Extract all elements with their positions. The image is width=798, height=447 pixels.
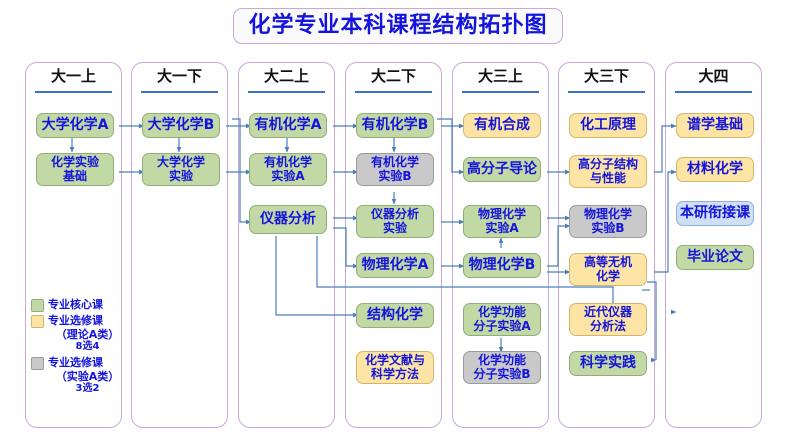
course-box[interactable]: 大学化学A	[36, 113, 114, 138]
semester-header: 大一上	[50, 67, 96, 85]
header-rule	[568, 91, 645, 93]
legend-label: 专业选修课	[48, 355, 103, 369]
course-box[interactable]: 化学功能分子实验A	[463, 303, 541, 336]
course-box[interactable]: 高分子导论	[463, 157, 541, 182]
course-box[interactable]: 有机化学实验A	[249, 153, 327, 186]
semester-header: 大二上	[263, 67, 309, 85]
semester-column-2: 大一下大学化学B 大学化学实验	[131, 62, 228, 428]
course-box[interactable]: 谱学基础	[676, 113, 754, 138]
header-rule	[355, 91, 432, 93]
header-rule	[462, 91, 539, 93]
course-box[interactable]: 科学实践	[569, 351, 647, 376]
diagram-title-text: 化学专业本科课程结构拓扑图	[248, 13, 548, 38]
legend-count: 8选4	[75, 341, 100, 353]
diagram-title: 化学专业本科课程结构拓扑图	[233, 8, 563, 44]
legend-sublabel: （理论A类）	[55, 327, 120, 341]
course-box[interactable]: 近代仪器分析法	[569, 303, 647, 336]
course-box[interactable]: 高等无机化学	[569, 253, 647, 286]
header-rule	[141, 91, 218, 93]
semester-column-4: 大二下有机化学B 有机化学实验B 仪器分析实验物理化学A 结构化学化学文献与科学方法	[345, 62, 442, 428]
header-rule	[35, 91, 112, 93]
course-box[interactable]: 仪器分析	[249, 205, 327, 234]
legend-item: 专业选修课（实验A类）3选2	[31, 356, 127, 396]
course-box[interactable]: 本研衔接课	[676, 201, 754, 226]
course-box[interactable]: 结构化学	[356, 303, 434, 328]
course-box[interactable]: 物理化学实验A	[463, 205, 541, 238]
legend-label: 专业选修课	[48, 313, 103, 327]
course-box[interactable]: 大学化学B	[142, 113, 220, 138]
legend-item: 专业核心课	[31, 298, 127, 312]
course-box[interactable]: 有机化学实验B	[356, 153, 434, 186]
course-box[interactable]: 大学化学实验	[142, 153, 220, 186]
course-box[interactable]: 化学功能分子实验B	[463, 351, 541, 384]
legend-swatch-lab	[31, 356, 44, 370]
legend-swatch-theory	[31, 314, 44, 328]
legend-sublabel: （实验A类）	[55, 369, 120, 383]
course-box[interactable]: 有机合成	[463, 113, 541, 138]
legend-label: 专业核心课	[48, 298, 103, 311]
header-rule	[675, 91, 752, 93]
course-box[interactable]: 物理化学实验B	[569, 205, 647, 238]
course-box[interactable]: 物理化学B	[463, 253, 541, 278]
semester-header: 大三下	[583, 67, 629, 85]
semester-column-6: 大三下化工原理高分子结构与性能物理化学实验B 高等无机化学近代仪器分析法科学实践	[558, 62, 655, 428]
semester-header: 大二下	[370, 67, 416, 85]
semester-column-3: 大二上有机化学A 有机化学实验A 仪器分析	[238, 62, 335, 428]
course-box[interactable]: 毕业论文	[676, 245, 754, 270]
semester-header: 大四	[698, 67, 729, 85]
semester-header: 大一下	[156, 67, 202, 85]
course-box[interactable]: 仪器分析实验	[356, 205, 434, 238]
course-box[interactable]: 化工原理	[569, 113, 647, 138]
legend-count: 3选2	[75, 383, 100, 395]
legend-item: 专业选修课（理论A类）8选4	[31, 314, 127, 354]
course-box[interactable]: 有机化学B	[356, 113, 434, 138]
course-box[interactable]: 化学实验基础	[36, 153, 114, 186]
semester-header: 大三上	[477, 67, 523, 85]
semester-column-7: 大四谱学基础材料化学本研衔接课毕业论文	[665, 62, 762, 428]
course-box[interactable]: 化学文献与科学方法	[356, 351, 434, 384]
course-box[interactable]: 高分子结构与性能	[569, 155, 647, 188]
header-rule	[248, 91, 325, 93]
course-box[interactable]: 物理化学A	[356, 253, 434, 278]
legend-swatch-core	[31, 299, 44, 312]
course-box[interactable]: 材料化学	[676, 157, 754, 182]
course-box[interactable]: 有机化学A	[249, 113, 327, 138]
